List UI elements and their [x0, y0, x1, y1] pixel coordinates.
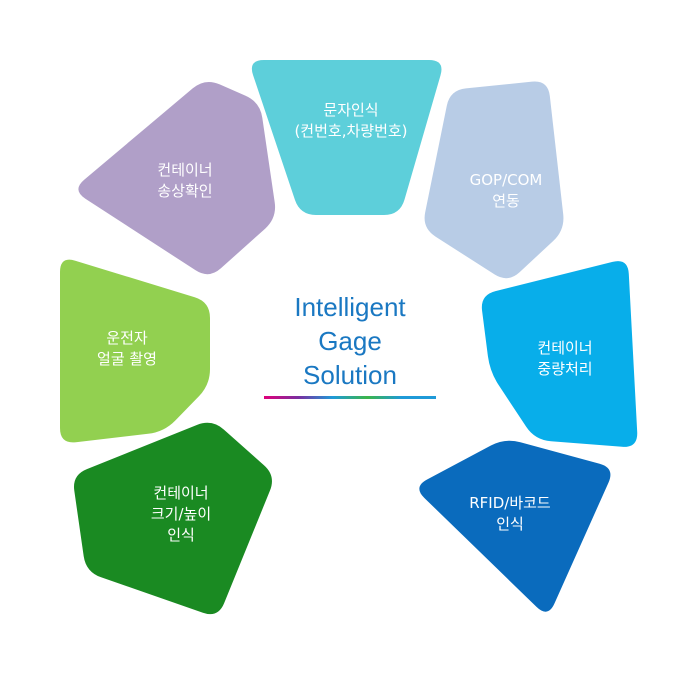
label-line: (컨번호,차량번호) — [294, 122, 408, 140]
label-container-damage: 컨테이너 송상확인 — [120, 160, 250, 202]
label-line: 연동 — [492, 192, 520, 210]
label-line: 컨테이너 — [537, 339, 593, 357]
label-rfid-barcode: RFID/바코드 인식 — [445, 493, 575, 535]
label-gop-com: GOP/COM 연동 — [441, 170, 571, 212]
label-line: GOP/COM — [469, 171, 543, 189]
label-container-weight: 컨테이너 중량처리 — [505, 338, 625, 380]
segment-gop-com-link[interactable] — [424, 81, 564, 279]
segment-driver-face[interactable] — [60, 259, 210, 443]
segment-container-size[interactable] — [73, 422, 272, 615]
segment-container-damage[interactable] — [78, 81, 276, 275]
center-title-line: Gage — [318, 326, 382, 356]
label-line: RFID/바코드 — [469, 494, 551, 512]
center-title-line: Intelligent — [294, 292, 406, 322]
label-line: 컨테이너 — [153, 484, 209, 502]
center-title-underline — [264, 396, 436, 399]
label-line: 운전자 — [106, 329, 148, 347]
label-line: 중량처리 — [537, 360, 593, 378]
label-line: 크기/높이 — [150, 505, 212, 523]
label-container-size: 컨테이너 크기/높이 인식 — [116, 483, 246, 546]
center-title: Intelligent Gage Solution — [250, 290, 450, 392]
label-line: 얼굴 촬영 — [97, 350, 157, 368]
label-character-recognition: 문자인식 (컨번호,차량번호) — [271, 100, 431, 142]
label-line: 컨테이너 — [157, 161, 213, 179]
label-line: 인식 — [167, 526, 195, 544]
label-line: 인식 — [496, 515, 524, 533]
segment-container-weight[interactable] — [481, 261, 638, 447]
segment-rfid-barcode[interactable] — [419, 440, 611, 612]
label-driver-face: 운전자 얼굴 촬영 — [62, 328, 192, 370]
center-title-line: Solution — [303, 360, 397, 390]
label-line: 문자인식 — [323, 101, 379, 119]
label-line: 송상확인 — [157, 182, 213, 200]
segment-character-recognition[interactable] — [251, 60, 442, 215]
